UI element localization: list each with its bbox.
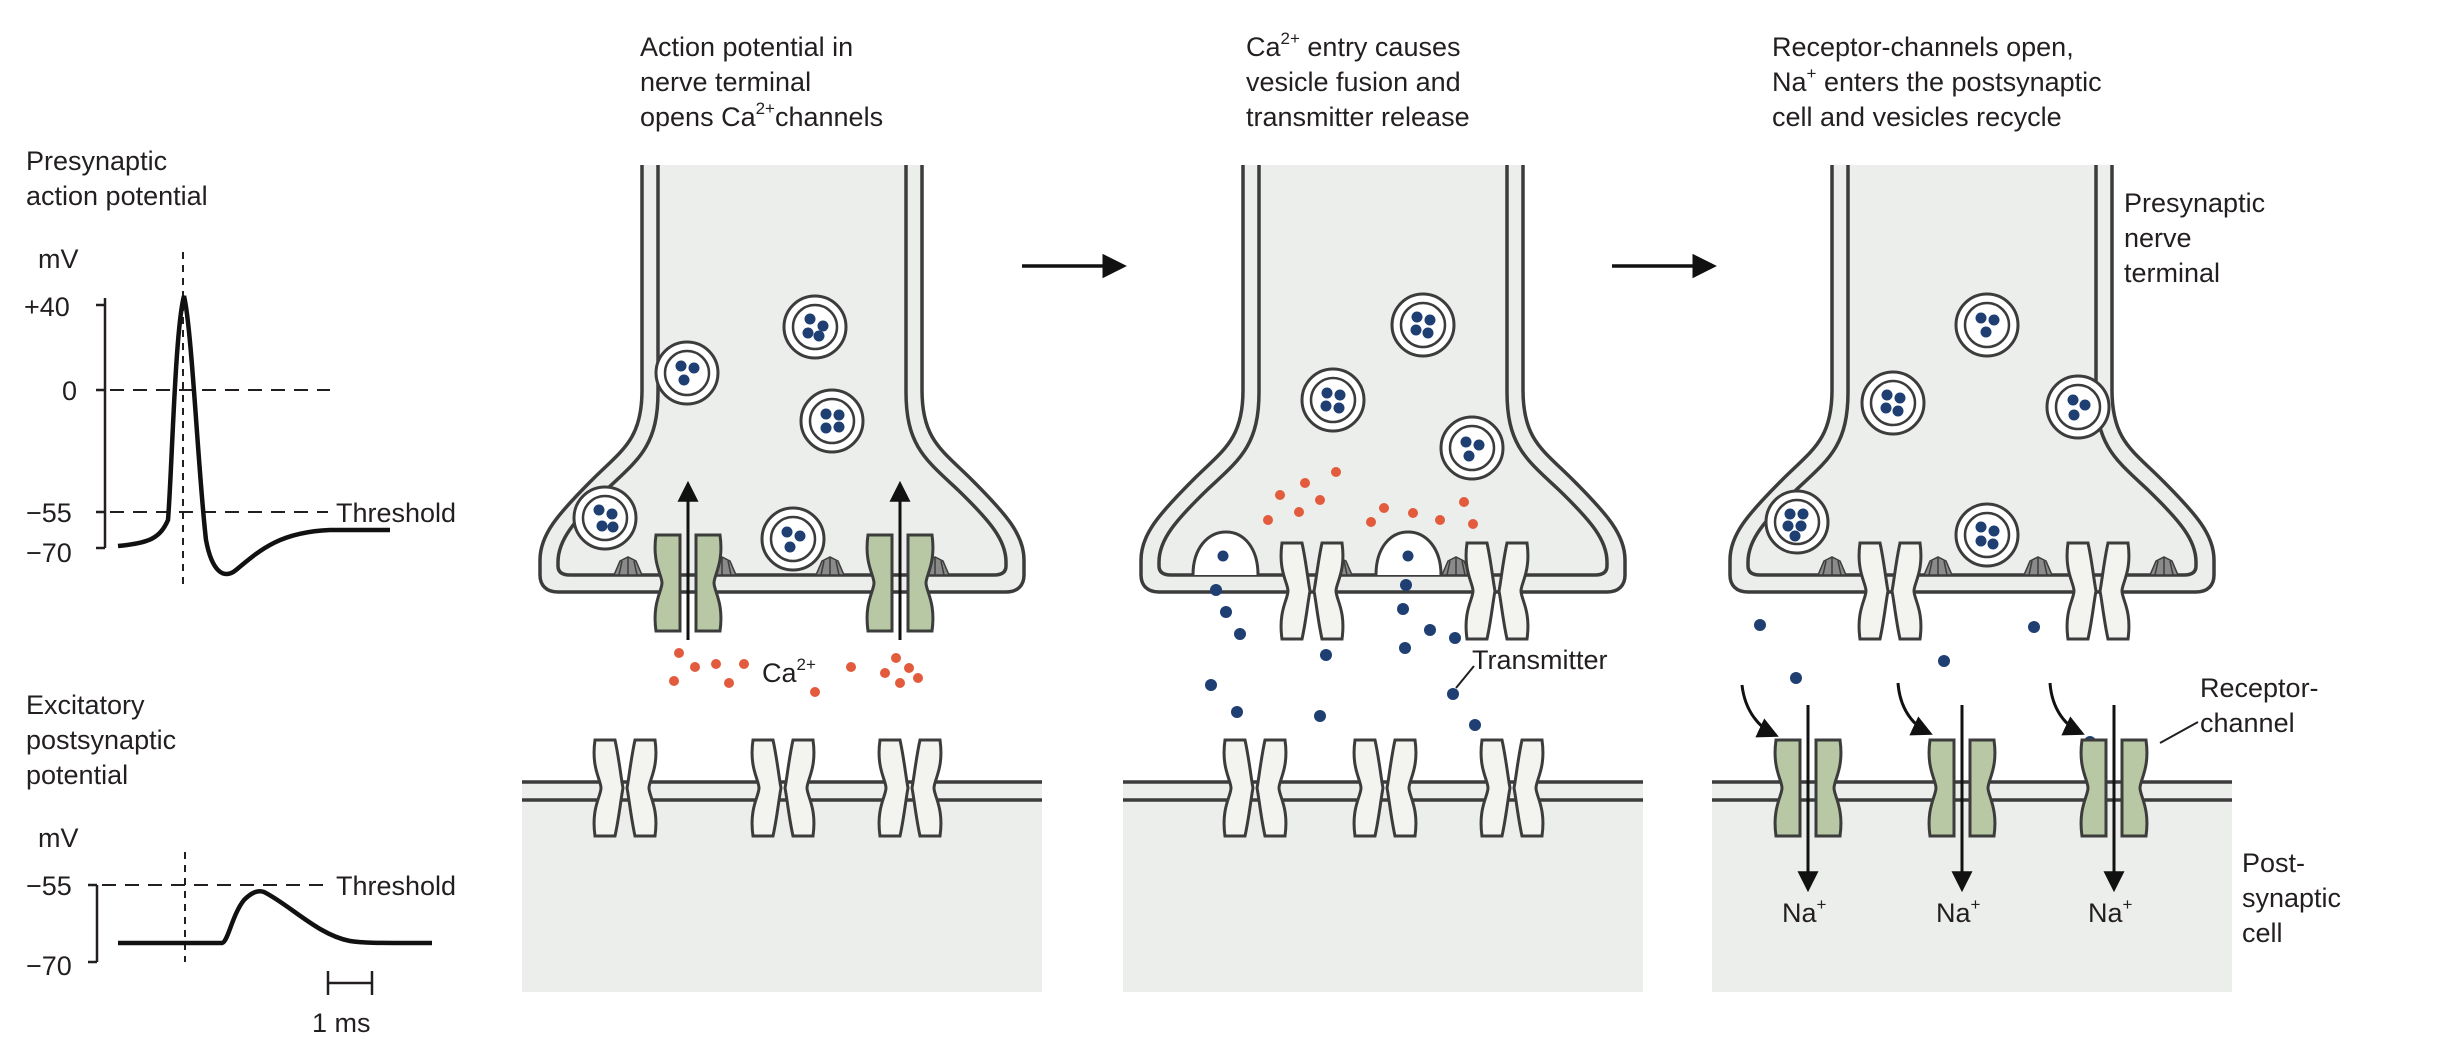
panel1-vesicles (572, 294, 865, 572)
transmitter-pointer-line (1455, 665, 1475, 689)
panel1-caption: Action potential in nerve terminal opens… (640, 32, 883, 132)
sodium-label: Na+ (1782, 895, 1827, 928)
tick-label: +40 (24, 292, 70, 322)
transmitter-molecules (1205, 579, 1481, 731)
presynaptic-action-potential-trace: Presynaptic action potential mV +40 0 −5… (24, 146, 456, 585)
tick-label: 0 (62, 376, 77, 406)
presynaptic-trace-title-line2: action potential (26, 181, 208, 211)
postsynaptic-potential-trace: Excitatory postsynaptic potential mV −55… (26, 690, 456, 1038)
presynaptic-trace-title: Presynaptic (26, 146, 167, 176)
postsynaptic-trace-title: Excitatory (26, 690, 145, 720)
presynaptic-terminal-label: Presynaptic nerve terminal (2124, 188, 2265, 288)
svg-text:nerve terminal: nerve terminal (640, 67, 811, 97)
calcium-label: Ca2+ (762, 655, 816, 688)
postsynaptic-trace-unit: mV (38, 823, 79, 853)
tick-label: −70 (26, 951, 72, 981)
panel2-calcium-in-terminal (1263, 467, 1478, 529)
svg-text:Presynaptic: Presynaptic (2124, 188, 2265, 218)
receptor-channel-label: Receptor- channel (2200, 673, 2319, 738)
svg-text:nerve: nerve (2124, 223, 2192, 253)
svg-text:transmitter release: transmitter release (1246, 102, 1470, 132)
svg-text:terminal: terminal (2124, 258, 2220, 288)
receptor-channel-pointer-line (2159, 721, 2199, 744)
panel3-vesicles (1764, 292, 2111, 568)
panel3-caption: Receptor-channels open, Na+ enters the p… (1772, 32, 2102, 132)
panel2-vesicles (1300, 292, 1505, 481)
panel2-fusing-vesicles (1191, 530, 1443, 576)
panel2-postsynaptic-cell (1121, 780, 1645, 994)
threshold-label: Threshold (336, 871, 456, 901)
panel2-presynaptic-terminal (1139, 163, 1627, 594)
postsynaptic-trace-title-line2: postsynaptic (26, 725, 176, 755)
action-potential-curve (117, 295, 390, 577)
threshold-label: Threshold (336, 498, 456, 528)
epsp-curve (118, 889, 433, 946)
svg-text:channel: channel (2200, 708, 2295, 738)
svg-text:cell: cell (2242, 918, 2283, 948)
svg-text:Ca2+ entry causes: Ca2+ entry causes (1246, 29, 1460, 62)
tick-label: −55 (26, 871, 72, 901)
sodium-label: Na+ (2088, 895, 2133, 928)
tick-label: −70 (26, 538, 72, 568)
svg-text:Receptor-: Receptor- (2200, 673, 2319, 703)
scale-bar-label: 1 ms (312, 1008, 371, 1038)
svg-text:vesicle fusion and: vesicle fusion and (1246, 67, 1461, 97)
tick-label: −55 (26, 498, 72, 528)
postsynaptic-cell-label: Post- synaptic cell (2242, 848, 2341, 948)
presynaptic-trace-unit: mV (38, 244, 79, 274)
svg-text:Na+ enters the postsynaptic: Na+ enters the postsynaptic (1772, 64, 2102, 97)
time-scale-bar: 1 ms (312, 971, 374, 1038)
sodium-label: Na+ (1936, 895, 1981, 928)
panel2-caption: Ca2+ entry causes vesicle fusion and tra… (1246, 29, 1470, 132)
svg-text:cell and vesicles recycle: cell and vesicles recycle (1772, 102, 2062, 132)
svg-text:Receptor-channels open,: Receptor-channels open, (1772, 32, 2074, 62)
svg-text:Action potential in: Action potential in (640, 32, 853, 62)
postsynaptic-trace-title-line3: potential (26, 760, 128, 790)
svg-text:opens Ca2+channels: opens Ca2+channels (640, 99, 883, 132)
svg-text:synaptic: synaptic (2242, 883, 2341, 913)
transmitter-binding-arrows (1740, 682, 2085, 738)
svg-text:Post-: Post- (2242, 848, 2305, 878)
calcium-ions (669, 648, 923, 697)
transmitter-label: Transmitter (1472, 645, 1608, 675)
panel1-receptor-channels (592, 738, 943, 838)
